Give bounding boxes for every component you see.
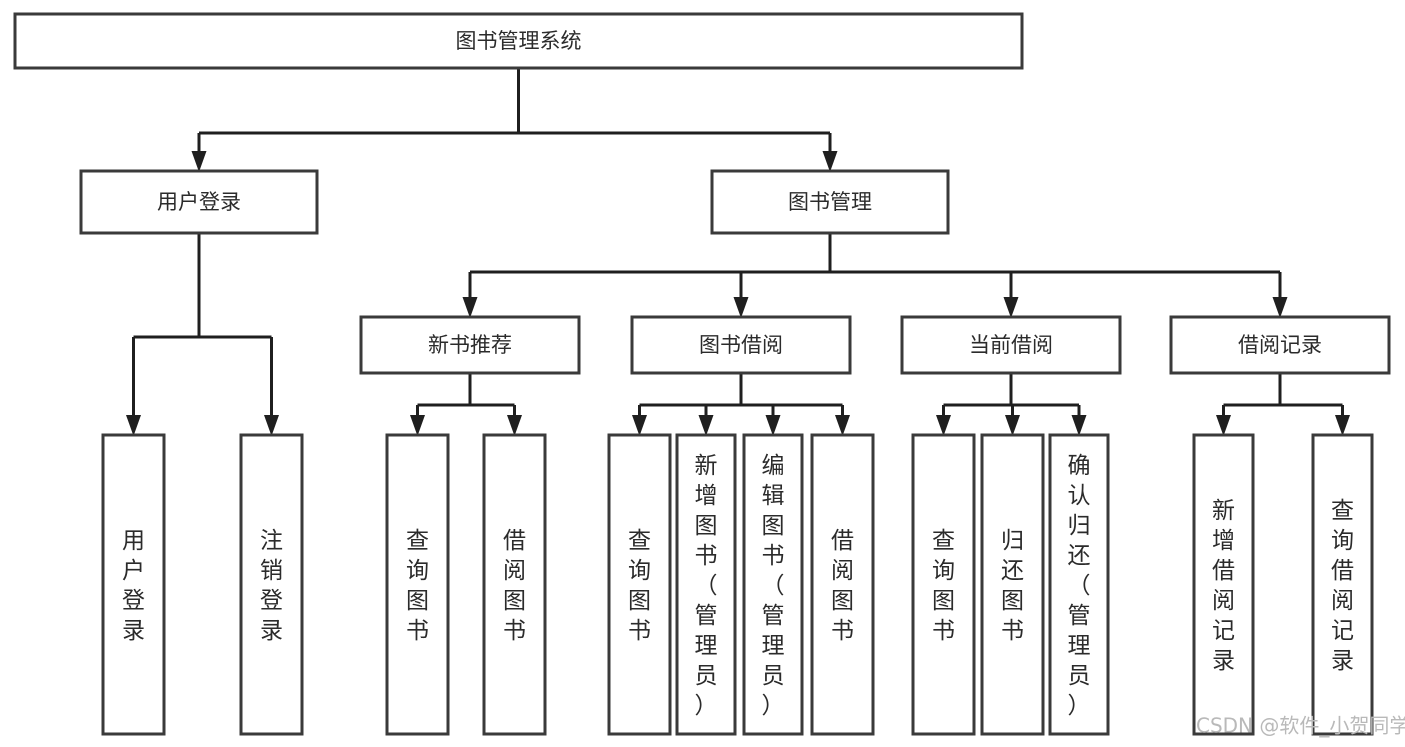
arrowhead-icon [1003,297,1019,318]
node-leaf-confirm-return[interactable]: 确认归还（管理员） [1048,433,1110,736]
arrowhead-icon [835,415,850,436]
node-label: 新书推荐 [428,333,512,357]
node-label: 查询图书 [406,528,429,644]
node-box [630,315,852,375]
arrowhead-icon [733,297,749,318]
node-box [710,169,950,235]
node-box [742,433,804,736]
arrowhead-icon [462,297,478,318]
arrowhead-icon [191,151,207,172]
node-label: 图书管理系统 [456,29,582,53]
node-box [810,433,875,736]
node-leaf-borrow-book-2[interactable]: 借阅图书 [810,433,875,736]
node-box [1192,433,1255,736]
watermark-layer: CSDN @软件_小贺同学 [1196,714,1405,738]
node-label: 查询图书 [628,528,651,644]
edge-group- [191,68,838,172]
node-leaf-edit-book[interactable]: 编辑图书（管理员） [742,433,804,736]
node-label: 借阅图书 [831,528,854,644]
node-book-borrow[interactable]: 图书借阅 [630,315,852,375]
node-leaf-query-record[interactable]: 查询借阅记录 [1311,433,1374,736]
node-box [13,12,1024,70]
node-label: 查询图书 [932,528,955,644]
watermark-label: CSDN @软件_小贺同学 [1196,714,1405,738]
node-leaf-query-book-3[interactable]: 查询图书 [911,433,976,736]
arrowhead-icon [1335,415,1350,436]
arrowhead-icon [1071,415,1087,436]
node-leaf-query-book-1[interactable]: 查询图书 [385,433,450,736]
node-box [911,433,976,736]
node-label: 编辑图书（管理员） [762,453,785,719]
node-box [1311,433,1374,736]
node-box [1048,433,1110,736]
arrowhead-icon [632,415,647,436]
arrowhead-icon [126,415,141,436]
edge-group- [632,373,850,436]
node-leaf-return-book[interactable]: 归还图书 [980,433,1045,736]
node-user-login[interactable]: 用户登录 [79,169,319,235]
edge-group- [410,373,522,436]
edge-group- [462,233,1288,318]
node-book-manage[interactable]: 图书管理 [710,169,950,235]
node-box [1169,315,1391,375]
node-box [607,433,672,736]
node-box [79,169,319,235]
arrowhead-icon [264,415,279,436]
node-leaf-user-login[interactable]: 用户登录 [101,433,166,736]
arrowhead-icon [1005,415,1020,436]
node-label: 新增借阅记录 [1212,498,1235,674]
arrowhead-icon [1216,415,1231,436]
node-leaf-query-book-2[interactable]: 查询图书 [607,433,672,736]
edge-group- [1216,373,1350,436]
node-box [101,433,166,736]
node-label: 归还图书 [1001,528,1024,644]
node-box [359,315,581,375]
node-root[interactable]: 图书管理系统 [13,12,1024,70]
node-label: 新增图书（管理员） [695,453,718,719]
arrowhead-icon [698,415,714,436]
node-leaf-logout[interactable]: 注销登录 [239,433,304,736]
node-borrow-record[interactable]: 借阅记录 [1169,315,1391,375]
node-label: 用户登录 [157,190,241,214]
node-box [482,433,547,736]
node-label: 借阅图书 [503,528,526,644]
node-leaf-borrow-book-1[interactable]: 借阅图书 [482,433,547,736]
node-label: 确认归还（管理员） [1068,453,1091,719]
node-current-borrow[interactable]: 当前借阅 [900,315,1122,375]
node-leaf-add-book[interactable]: 新增图书（管理员） [675,433,737,736]
edge-layer [126,68,1350,436]
node-box [980,433,1045,736]
arrowhead-icon [936,415,951,436]
arrowhead-icon [1272,297,1288,318]
node-box [239,433,304,736]
node-label: 借阅记录 [1238,333,1322,357]
node-box [675,433,737,736]
arrowhead-icon [410,415,425,436]
node-label: 用户登录 [122,528,145,644]
edge-group- [936,373,1087,436]
node-leaf-add-record[interactable]: 新增借阅记录 [1192,433,1255,736]
node-label: 当前借阅 [969,333,1053,357]
node-layer: 图书管理系统用户登录图书管理新书推荐图书借阅当前借阅借阅记录用户登录注销登录查询… [13,12,1391,736]
node-box [385,433,450,736]
edge-group- [126,233,279,436]
node-label: 图书管理 [788,190,872,214]
node-label: 图书借阅 [699,333,783,357]
node-box [900,315,1122,375]
node-label: 注销登录 [260,528,283,644]
arrowhead-icon [765,415,781,436]
node-new-book-rec[interactable]: 新书推荐 [359,315,581,375]
arrowhead-icon [507,415,522,436]
node-label: 查询借阅记录 [1331,498,1354,674]
arrowhead-icon [822,151,838,172]
